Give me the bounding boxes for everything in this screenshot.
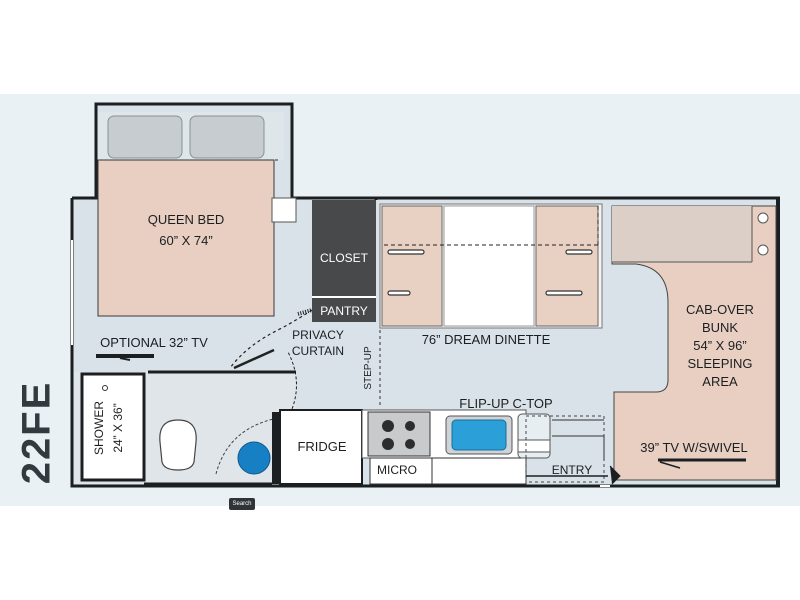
toilet [159, 419, 197, 471]
label-queen-bed-size: 60” X 74” [159, 233, 212, 248]
label-entry: ENTRY [552, 463, 592, 477]
label-shower-size: 24” X 36” [111, 403, 125, 452]
bunk-light-2 [757, 244, 769, 256]
label-queen-bed: QUEEN BED [148, 212, 225, 227]
nightstand [271, 197, 297, 223]
dinette-seat-left [381, 205, 443, 327]
label-sleeping: SLEEPING [687, 356, 752, 371]
label-closet: CLOSET [320, 251, 369, 265]
cooktop [367, 411, 431, 457]
label-pantry: PANTRY [320, 304, 368, 318]
shower-drain [102, 385, 108, 391]
toilet-sink-ball [237, 441, 271, 475]
label-flip-up: FLIP-UP C-TOP [459, 396, 552, 411]
bunk-light-1 [757, 212, 769, 224]
bathroom-door [233, 348, 275, 370]
pillow-left [107, 115, 183, 159]
cab-over-bunk [611, 205, 777, 481]
fridge [279, 409, 363, 485]
burner-4 [405, 439, 415, 449]
burner-1 [382, 420, 394, 432]
label-bunk: BUNK [702, 320, 738, 335]
microwave [369, 457, 433, 485]
dream-dinette [379, 203, 603, 329]
label-privacy: PRIVACY [292, 328, 344, 342]
model-name-text: 22FE [14, 380, 59, 484]
wall-window-marks [71, 240, 610, 487]
queen-bed [97, 112, 297, 317]
shower-stall [80, 372, 146, 482]
galley-counter [279, 409, 551, 485]
model-name: 22FE [14, 380, 60, 484]
label-area: AREA [702, 374, 738, 389]
label-step-up: STEP-UP [363, 346, 374, 390]
burner-2 [405, 421, 415, 431]
label-tv-swivel: 39” TV W/SWIVEL [640, 440, 747, 455]
dinette-seat-right [535, 205, 599, 327]
label-bunk-size: 54” X 96” [693, 338, 746, 353]
label-fridge: FRIDGE [297, 439, 346, 454]
label-dinette: 76” DREAM DINETTE [422, 332, 551, 347]
label-optional-tv: OPTIONAL 32” TV [100, 335, 208, 350]
burner-3 [382, 438, 394, 450]
dinette-table [443, 205, 535, 327]
pillow-right [189, 115, 265, 159]
cab-front [776, 198, 780, 486]
bathroom [74, 370, 296, 486]
label-cab-over: CAB-OVER [686, 302, 754, 317]
label-micro: MICRO [377, 463, 417, 477]
search-button[interactable]: Search [229, 498, 255, 510]
label-shower: SHOWER [92, 401, 106, 455]
label-curtain: CURTAIN [292, 344, 344, 358]
privacy-curtain-line [229, 309, 313, 369]
closet-pantry-cabinet [312, 200, 376, 322]
